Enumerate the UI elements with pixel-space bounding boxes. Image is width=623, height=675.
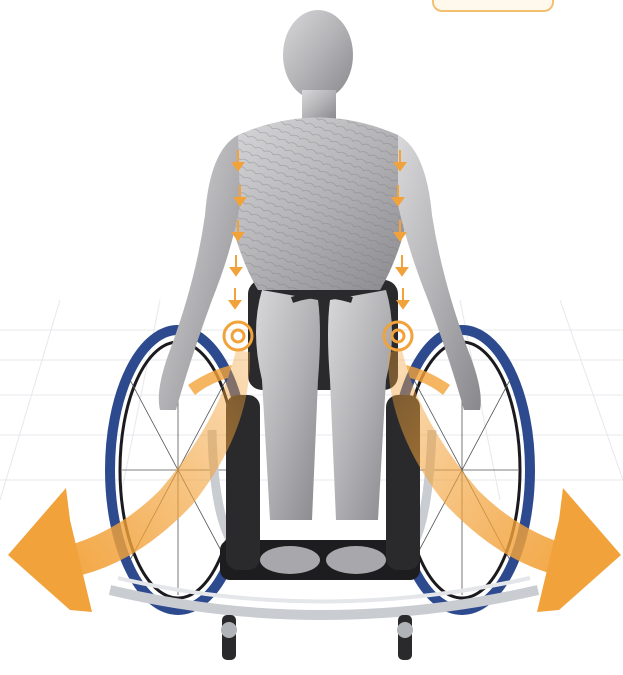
front-caster-left <box>221 615 237 660</box>
left-pivot-target <box>224 322 252 350</box>
front-caster-right <box>397 615 413 660</box>
